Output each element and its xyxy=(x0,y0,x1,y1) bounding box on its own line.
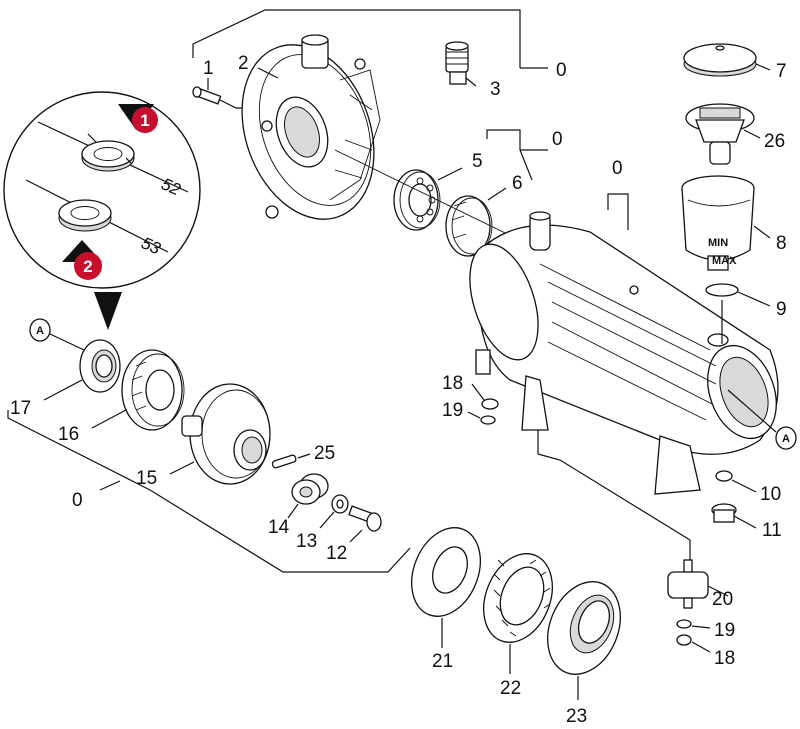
label-25: 25 xyxy=(314,443,335,464)
reference-a-left: A xyxy=(29,318,85,351)
label-19-lower: 19 xyxy=(714,620,735,641)
part-18-nut-upper xyxy=(471,383,499,410)
label-19-upper: 19 xyxy=(442,400,463,421)
badge-2: 2 xyxy=(62,240,102,280)
part-3-fitting xyxy=(445,41,477,87)
part-22-needle-cage xyxy=(483,553,553,674)
part-labels: 1 2 3 0 7 26 0 5 6 0 8 9 18 19 10 11 17 … xyxy=(10,53,787,727)
reference-a-right: A xyxy=(775,426,797,450)
label-10: 10 xyxy=(760,484,781,505)
part-2-flange xyxy=(241,34,381,220)
label-8: 8 xyxy=(776,233,787,254)
label-13: 13 xyxy=(296,531,317,552)
reference-a-left-letter: A xyxy=(36,325,44,337)
label-7: 7 xyxy=(776,61,787,82)
reference-a-right-letter: A xyxy=(782,433,790,445)
part-26-insert xyxy=(685,103,761,165)
badge-1: 1 xyxy=(118,104,158,133)
seal-52 xyxy=(37,121,189,193)
label-21: 21 xyxy=(432,651,453,672)
label-26: 26 xyxy=(764,131,785,152)
label-1: 1 xyxy=(203,58,214,79)
label-18-upper: 18 xyxy=(442,373,463,394)
group-bracket-left xyxy=(7,410,411,573)
part-7-cap xyxy=(683,43,771,77)
label-17: 17 xyxy=(10,398,31,419)
label-3: 3 xyxy=(490,79,501,100)
group-bracket-top xyxy=(192,9,548,69)
label-14: 14 xyxy=(268,517,290,538)
group-bracket-bearing xyxy=(486,129,548,181)
label-16: 16 xyxy=(58,424,79,445)
cup-max-mark: MAX xyxy=(712,255,737,267)
label-5: 5 xyxy=(472,151,483,172)
badge-1-number: 1 xyxy=(140,111,149,130)
label-2: 2 xyxy=(238,53,249,74)
part-19-washer-lower xyxy=(676,619,711,629)
part-15-crankshaft xyxy=(169,383,271,485)
label-23: 23 xyxy=(566,706,587,727)
label-0-bearing: 0 xyxy=(552,129,563,150)
detail-pointer-arrow xyxy=(94,292,122,330)
label-11: 11 xyxy=(762,520,782,541)
part-12-bolt xyxy=(348,505,382,543)
label-18-lower: 18 xyxy=(714,648,735,669)
label-0-left: 0 xyxy=(72,490,83,511)
part-9-o-ring xyxy=(705,283,771,307)
part-23-thrust-washer-needle xyxy=(547,581,621,700)
label-0-housing: 0 xyxy=(612,158,623,179)
badge-2-number: 2 xyxy=(83,257,92,276)
part-6-ring xyxy=(445,187,507,257)
label-22: 22 xyxy=(500,678,521,699)
part-20-rubber-mount xyxy=(667,559,729,609)
label-12: 12 xyxy=(326,543,347,564)
part-19-washer-upper xyxy=(467,411,496,425)
part-13-washer xyxy=(319,494,349,529)
label-20: 20 xyxy=(712,589,733,610)
part-14-roller xyxy=(287,473,329,519)
pump-housing xyxy=(469,211,779,566)
label-9: 9 xyxy=(776,299,787,320)
group-bracket-housing xyxy=(607,193,629,230)
label-15: 15 xyxy=(136,468,157,489)
part-10-ring xyxy=(715,470,757,493)
part-8-oil-cup: MIN MAX xyxy=(681,175,771,271)
label-0-top: 0 xyxy=(556,60,567,81)
part-21-thrust-washer xyxy=(411,527,481,648)
part-18-nut-lower xyxy=(676,634,711,653)
part-16-roller-bearing xyxy=(91,349,185,431)
part-17-seal xyxy=(43,339,121,401)
cup-min-mark: MIN xyxy=(708,237,728,249)
seal-53 xyxy=(25,179,169,253)
detail-magnifier: 52 53 1 2 xyxy=(3,91,201,289)
label-6: 6 xyxy=(512,173,523,194)
part-11-plug xyxy=(711,503,757,529)
part-25-pin xyxy=(271,453,311,469)
